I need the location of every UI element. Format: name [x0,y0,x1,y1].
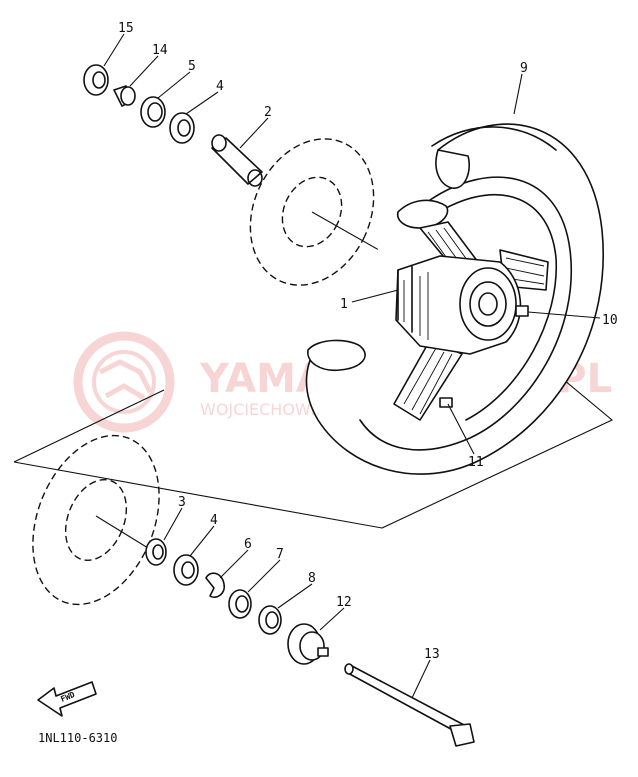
bearing-5 [140,96,166,128]
assembly-frame [13,359,614,529]
callout-4: 4 [216,79,224,94]
circlip-6 [205,572,226,599]
oil-seal-15 [83,64,109,96]
spacer-2 [211,134,263,187]
callout-8: 8 [308,571,316,586]
brake-disc-lower [32,434,160,606]
callout-labels: 15 14 5 4 2 9 1 10 11 3 4 6 7 8 12 13 [118,21,618,662]
callout-14: 14 [152,43,168,58]
callout-4b: 4 [210,513,218,528]
yamaha-logo-icon [73,331,175,433]
callout-6: 6 [244,537,252,552]
bearing-3 [145,538,167,566]
callout-3: 3 [178,495,186,510]
callout-10: 10 [602,313,618,328]
callout-2: 2 [264,105,272,120]
leader-lines [103,33,601,699]
collar-14 [113,85,136,107]
bearing-4-lower [173,554,199,586]
bearing-4-upper [169,112,195,144]
callout-9: 9 [520,61,528,76]
callout-12: 12 [336,595,352,610]
callout-15: 15 [118,21,134,36]
meter-gear-12 [287,623,329,665]
fwd-arrow-icon: FWD [37,681,97,717]
callout-1: 1 [340,297,348,312]
axle-13 [344,663,475,747]
callout-13: 13 [424,647,440,662]
wheel-assembly [305,123,604,475]
part-code: 1NL110-6310 [38,731,117,745]
oil-seal-8 [258,605,282,635]
callout-11: 11 [468,455,484,470]
callout-7: 7 [276,547,284,562]
oil-seal-7 [228,589,252,619]
callout-5: 5 [188,59,196,74]
